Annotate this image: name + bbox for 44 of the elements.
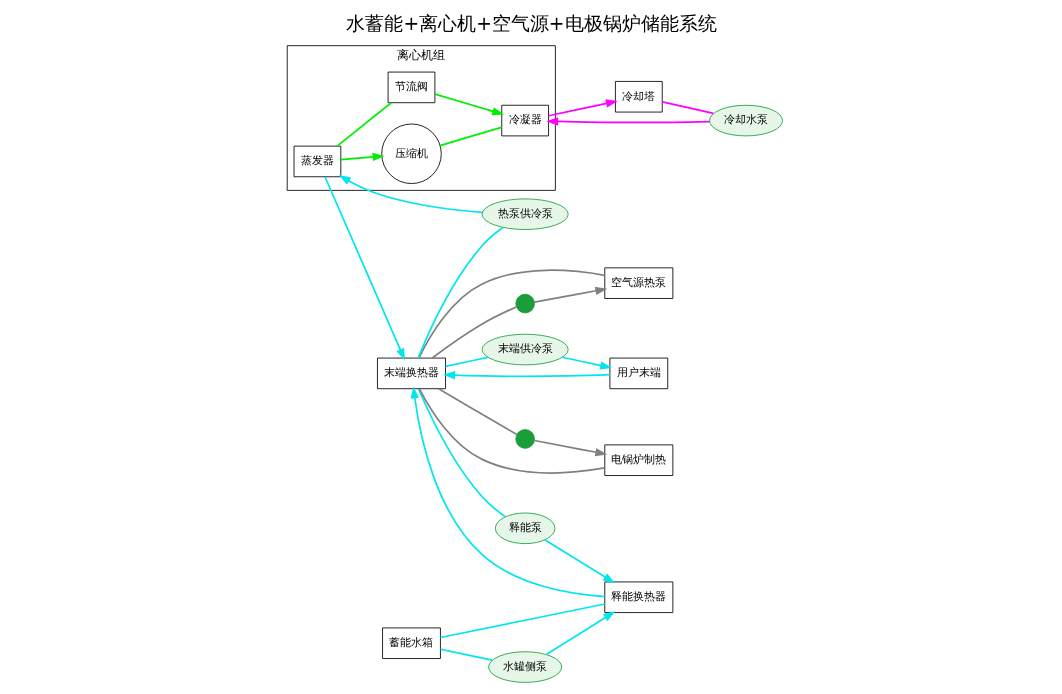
node-box: 节流阀 [387, 71, 435, 104]
node-ellipse: 热泵供冷泵 [481, 198, 569, 230]
arrow [547, 99, 618, 117]
arrow [533, 439, 607, 457]
arrow [338, 175, 483, 214]
connector [438, 126, 502, 147]
arrow [442, 371, 611, 380]
connector [418, 388, 605, 474]
connector [660, 101, 714, 115]
connector [437, 387, 518, 436]
node-box: 释能换热器 [603, 581, 673, 613]
diagram-title: 水蓄能+离心机+空气源+电极锅炉储能系统 [345, 13, 717, 35]
node-box: 冷却塔 [614, 81, 663, 113]
node-ellipse: 水罐侧泵 [487, 651, 562, 683]
connector [417, 387, 506, 518]
arrow [323, 176, 405, 361]
arrow [339, 152, 385, 162]
arrow [561, 356, 612, 370]
arrow [543, 539, 615, 584]
node-ellipse: 释能泵 [494, 512, 555, 545]
node-box: 蒸发器 [293, 145, 341, 178]
node-box: 蓄能水箱 [381, 627, 441, 659]
node-ellipse: 末端供冷泵 [481, 333, 569, 366]
connector [430, 306, 517, 359]
connector [439, 603, 606, 639]
node-ellipse: 冷却水泵 [708, 104, 783, 137]
connector [417, 269, 606, 359]
arrow [410, 386, 605, 598]
arrow [433, 93, 504, 116]
connector [444, 356, 489, 368]
arrow [544, 611, 615, 656]
arrow [533, 286, 607, 303]
node-circle [514, 293, 535, 314]
node-box: 用户末端 [608, 357, 668, 390]
node-circle [514, 429, 535, 449]
node-box: 电锅炉制热 [603, 444, 673, 476]
node-box: 末端换热器 [376, 357, 446, 390]
node-box: 冷凝器 [500, 104, 549, 137]
connector [336, 101, 392, 147]
node-circle: 压缩机 [380, 123, 442, 184]
node-box: 空气源热泵 [603, 267, 673, 299]
connector [416, 226, 504, 359]
arrow [545, 117, 710, 126]
connector [439, 648, 493, 662]
